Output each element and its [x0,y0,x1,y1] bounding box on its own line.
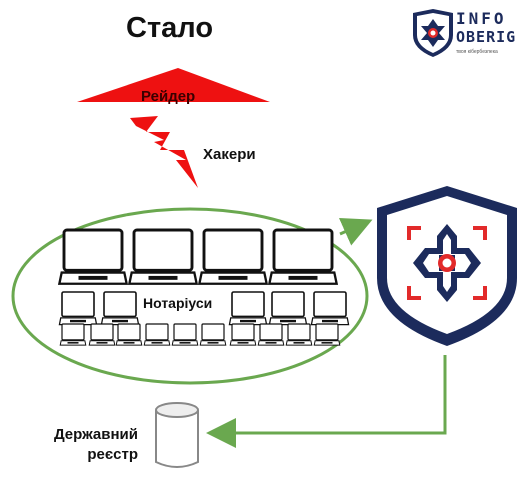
laptop-icon [313,323,341,346]
page-title: Стало [126,12,214,44]
logo-icon [413,9,453,57]
laptop-icon [310,291,350,326]
laptop-icon [197,228,269,285]
logo-line-1: INFO [456,9,507,28]
registry-label-line-2: реєстр [87,446,138,463]
laptop-icon [171,323,199,346]
laptop-icon [100,291,140,326]
laptop-icon [59,323,87,346]
laptop-icon [115,323,143,346]
laptop-icon [228,291,268,326]
laptop-icon [229,323,257,346]
database-icon [155,402,199,468]
arrow-to-registry [206,355,447,448]
hackers-label: Хакери [203,146,256,163]
laptop-icon [257,323,285,346]
laptop-icon [268,291,308,326]
laptop-icon [285,323,313,346]
logo-subtitle: твоя кібербезпека [456,49,498,55]
shield-icon [377,186,517,346]
logo-line-2: OBERIG [456,28,517,46]
registry-label-line-1: Державний [53,426,138,443]
laptop-icon [88,323,116,346]
laptop-icon [199,323,227,346]
notaries-group-ellipse [11,207,369,385]
raider-label: Рейдер [141,88,196,105]
laptop-icon [143,323,171,346]
notaries-label: Нотаріуси [141,295,215,311]
laptop-icon [127,228,199,285]
laptop-icon [57,228,129,285]
laptop-icon [58,291,98,326]
raider-triangle [77,68,270,102]
registry-label: Державний реєстр [28,425,138,465]
lightning-icon [130,116,198,188]
arrow-to-shield [338,218,373,246]
laptop-icon [267,228,339,285]
